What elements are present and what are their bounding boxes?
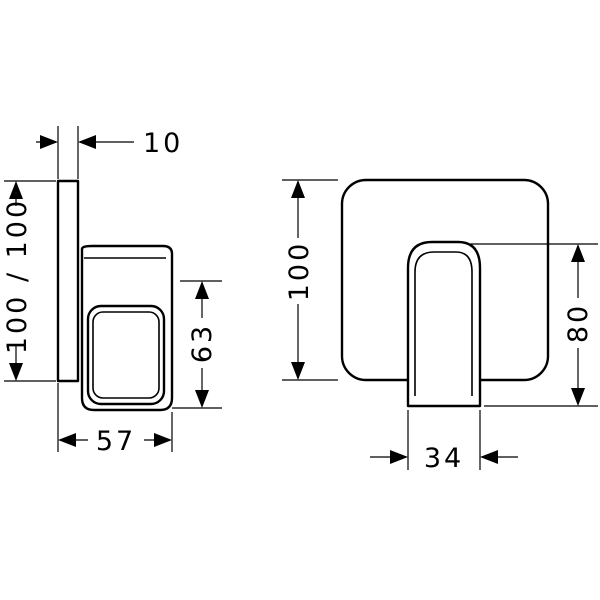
- side-handle-window-inner: [92, 311, 160, 399]
- dim-front-plate-height-label: 100: [284, 241, 315, 302]
- dim-side-handle-height-label: 63: [187, 323, 218, 363]
- dim-side-projection-label: 57: [96, 426, 136, 457]
- dim-side-thickness: 10: [36, 126, 183, 179]
- side-view: 10 100 / 100 63: [2, 126, 222, 457]
- dim-front-handle-height-label: 80: [563, 303, 594, 343]
- side-handle-window: [86, 304, 166, 406]
- dim-front-plate-height: 100: [282, 179, 338, 381]
- dim-side-plate-height-label: 100 / 100: [2, 198, 33, 354]
- dim-front-handle-height: 80: [470, 243, 598, 407]
- dim-front-handle-width: 34: [370, 410, 518, 474]
- dim-side-plate-height: 100 / 100: [2, 180, 56, 382]
- dim-side-thickness-label: 10: [143, 128, 183, 159]
- dim-side-projection: 57: [57, 383, 173, 457]
- dim-side-handle-height: 63: [172, 280, 222, 409]
- front-view: 100 80 34: [282, 178, 598, 474]
- front-handle-lever: [406, 240, 482, 408]
- side-plate: [56, 179, 80, 383]
- dim-front-handle-width-label: 34: [424, 443, 464, 474]
- front-handle-inner-edge: [414, 251, 473, 396]
